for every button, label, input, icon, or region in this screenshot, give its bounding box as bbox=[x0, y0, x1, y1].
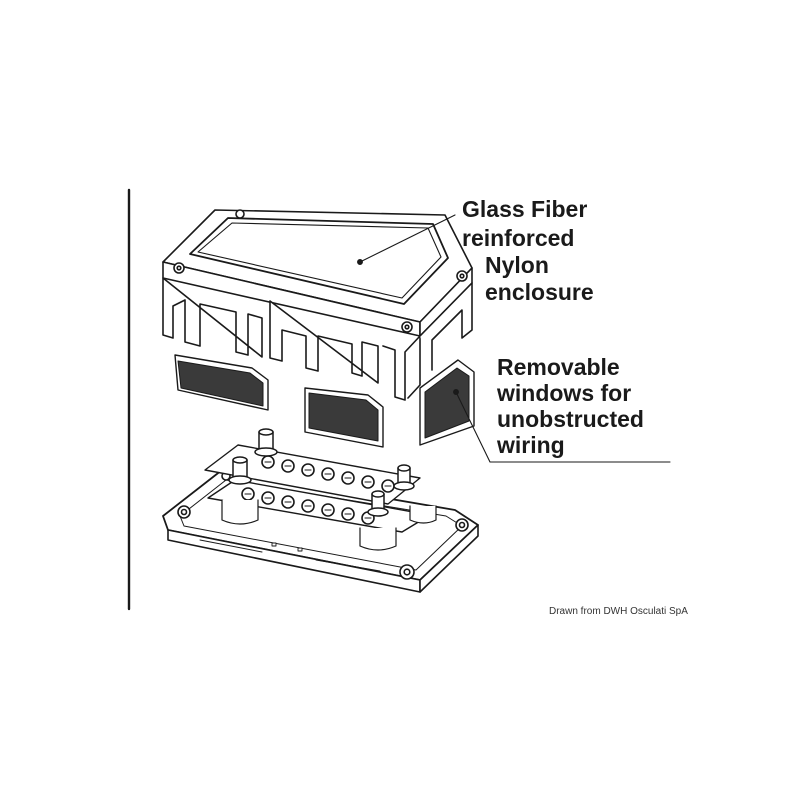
enclosure-leader bbox=[359, 214, 456, 263]
windows-callout-line2: windows for bbox=[497, 380, 632, 406]
enclosure-cover bbox=[162, 209, 473, 401]
windows-leader bbox=[455, 391, 671, 463]
enclosure-callout-line3: Nylon bbox=[485, 252, 549, 278]
enclosure-callout-line1: Glass Fiber bbox=[462, 196, 588, 222]
windows-callout-line1: Removable bbox=[497, 354, 620, 380]
drawing-credit: Drawn from DWH Osculati SpA bbox=[549, 606, 688, 617]
enclosure-callout-line2: reinforced bbox=[462, 225, 575, 251]
enclosure-callout: Glass Fiber reinforced Nylon enclosure bbox=[462, 198, 594, 304]
windows-callout-line4: wiring bbox=[497, 432, 565, 458]
enclosure-callout-line4: enclosure bbox=[485, 279, 594, 305]
windows-callout-line3: unobstructed bbox=[497, 406, 644, 432]
busbar-assembly bbox=[204, 428, 437, 551]
removable-windows bbox=[174, 354, 475, 448]
windows-callout: Removable windows for unobstructed wirin… bbox=[497, 356, 644, 460]
leader-lines bbox=[357, 214, 671, 463]
